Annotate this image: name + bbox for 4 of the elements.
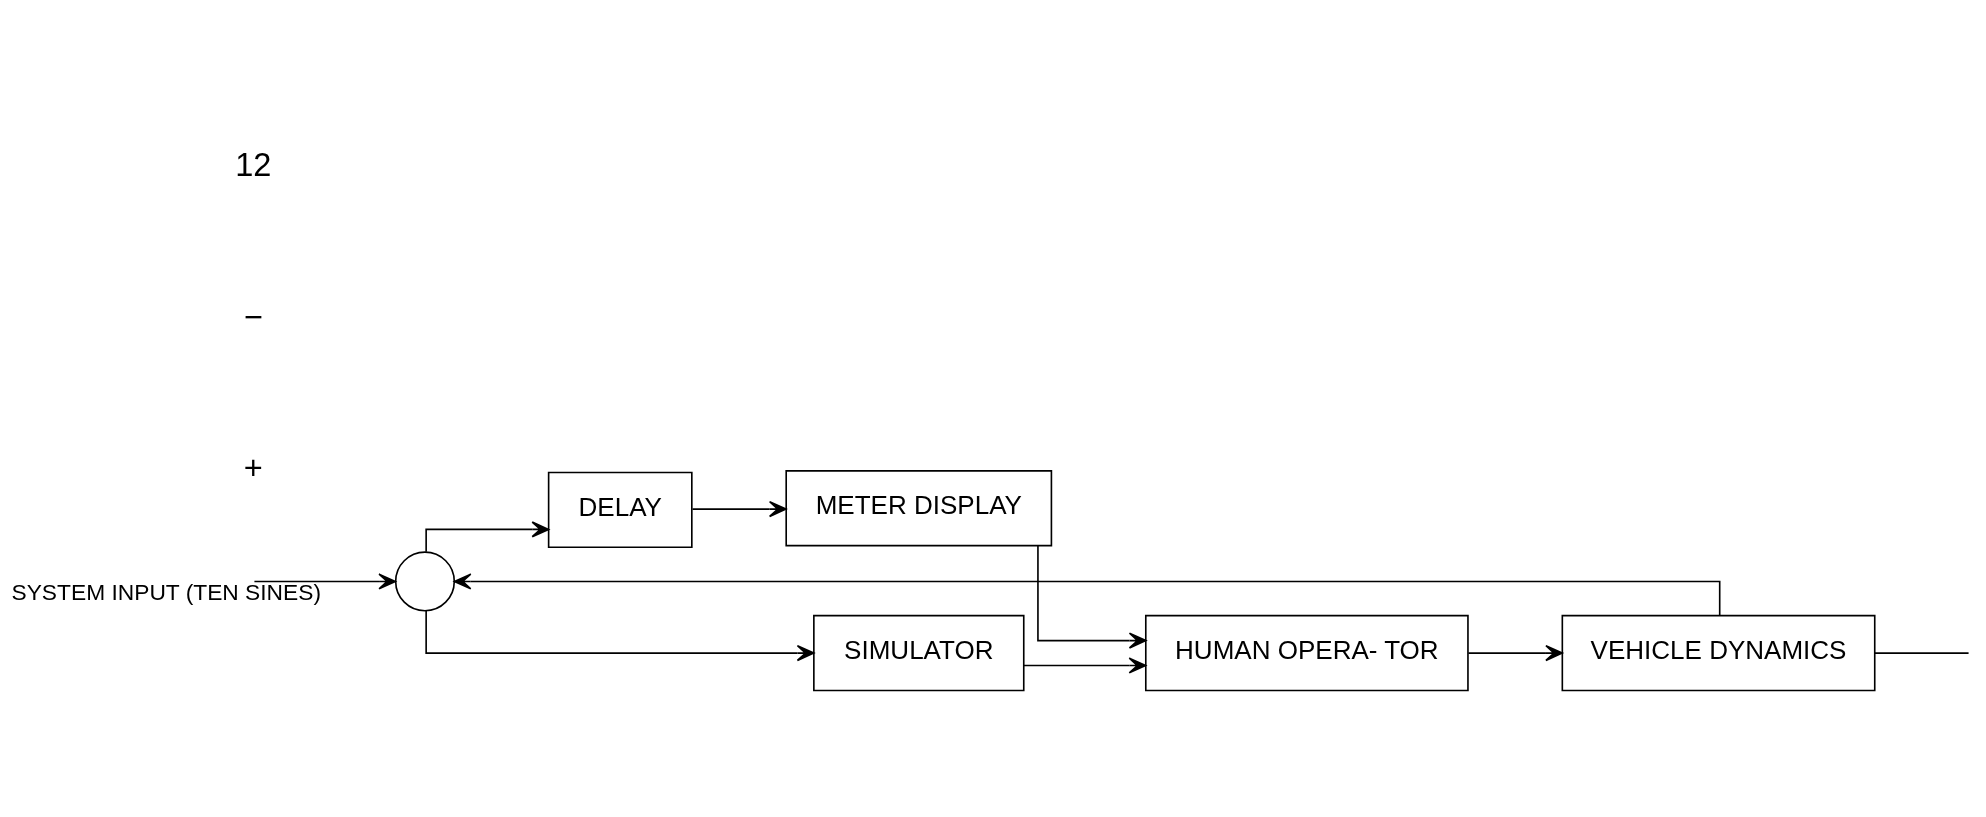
label: + [243,449,263,486]
label: − [243,298,263,335]
edge-label: SYSTEM INPUT (TEN SINES) [11,578,321,605]
label: 12 [235,146,272,183]
